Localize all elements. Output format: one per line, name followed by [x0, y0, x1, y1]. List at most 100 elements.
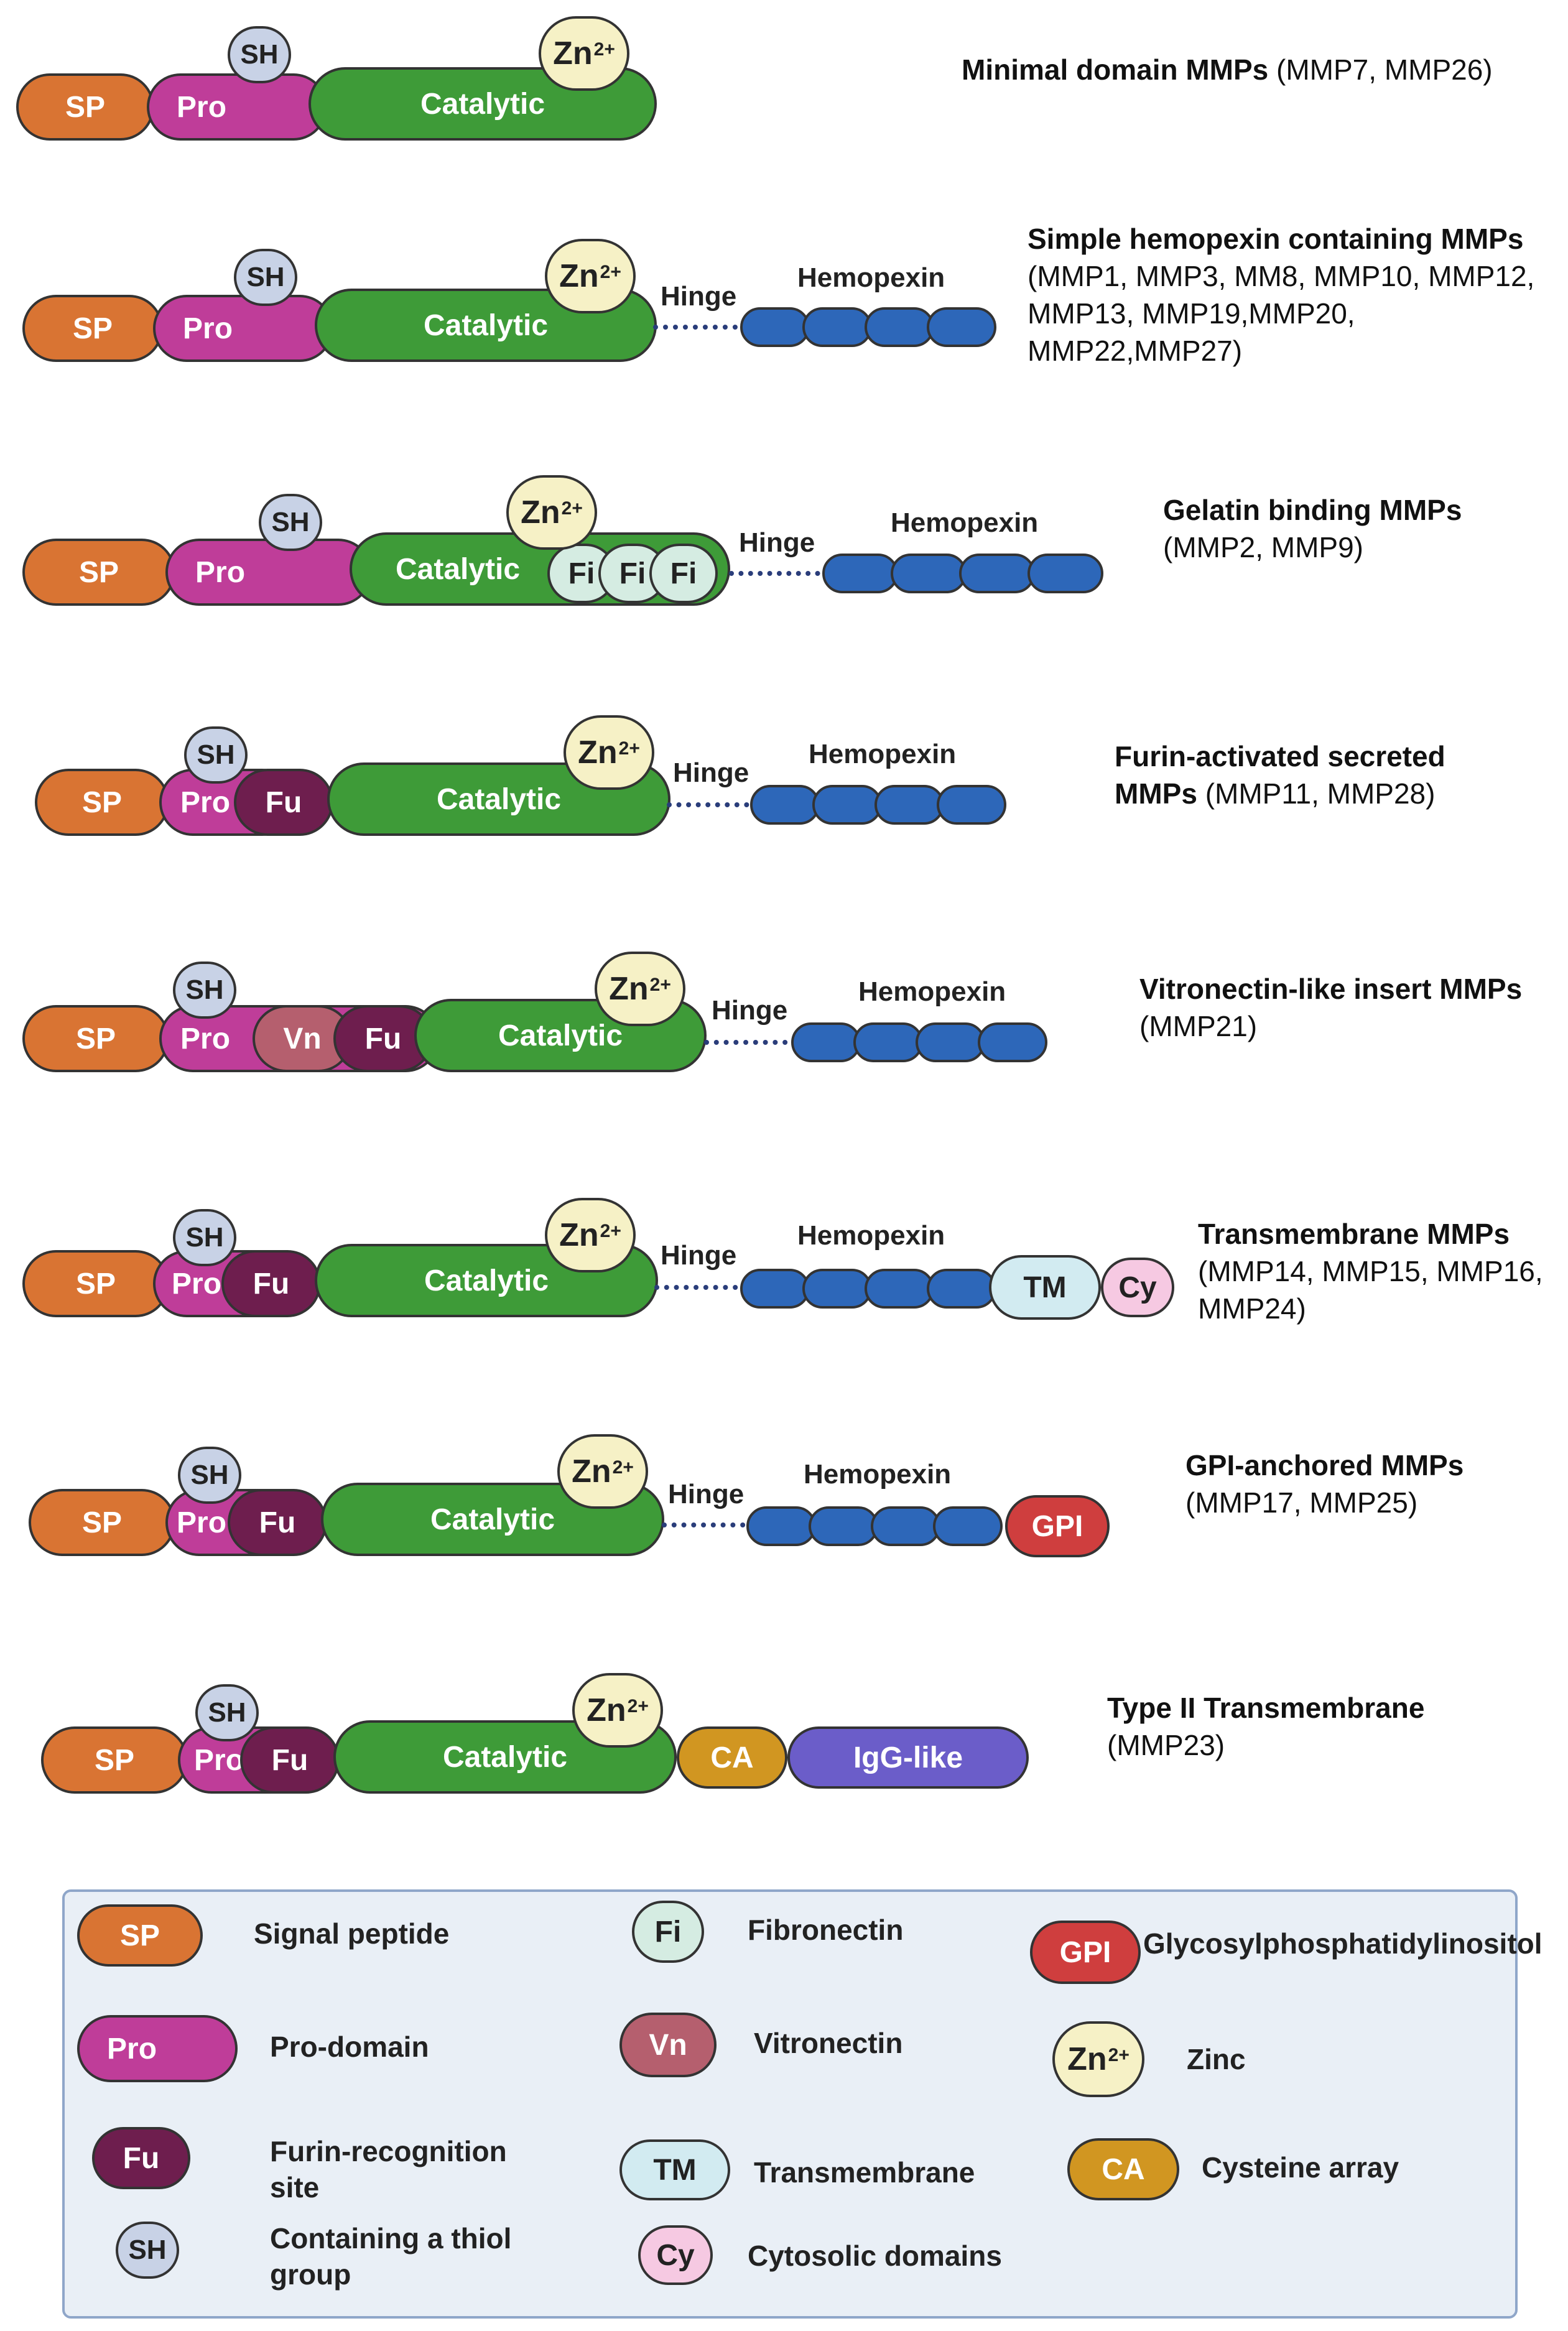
legend-zn-text: Zinc — [1187, 2043, 1246, 2075]
hemopexin-blade — [937, 785, 1006, 825]
title-members: (MMP2, MMP9) — [1163, 531, 1363, 563]
legend-cy-text: Cytosolic domains — [748, 2240, 1002, 2272]
hemopexin-blade — [853, 1022, 923, 1062]
sp-domain: SP — [41, 1726, 188, 1794]
sp-domain: SP — [22, 1005, 169, 1072]
zn-charge: 2+ — [593, 39, 615, 60]
title-bold: Minimal domain MMPs — [962, 53, 1269, 86]
legend-cy-swatch: Cy — [638, 2225, 713, 2285]
hemopexin-label: Hemopexin — [858, 976, 1006, 1007]
hemopexin-label: Hemopexin — [797, 1220, 945, 1251]
zn-text: Zn — [1067, 2041, 1107, 2077]
fibronectin-repeat: Fi — [547, 544, 616, 603]
cysteine-array: CA — [677, 1726, 787, 1789]
legend-fi-text: Fibronectin — [748, 1914, 904, 1946]
title-bold: GPI-anchored MMPs — [1185, 1449, 1464, 1481]
legend-vn-swatch: Vn — [619, 2013, 717, 2077]
hemopexin-blade — [802, 307, 872, 347]
legend-tm-swatch: TM — [619, 2139, 730, 2200]
zn-charge: 2+ — [612, 1457, 634, 1478]
zn-charge: 2+ — [649, 975, 671, 995]
hemopexin-blade — [822, 554, 898, 593]
furin-site: Fu — [228, 1489, 327, 1556]
legend-gpi-text: Glycosylphosphatidylinositol — [1143, 1927, 1542, 1960]
title-bold: Transmembrane MMPs — [1198, 1218, 1510, 1250]
hemopexin-blade — [933, 1506, 1003, 1546]
sh-group: SH — [178, 1447, 241, 1504]
zn-text: Zn — [521, 494, 560, 531]
legend-fu-text: Furin-recognition site — [270, 2135, 507, 2204]
hinge-label: Hinge — [661, 1240, 737, 1271]
legend-sh-text: Containing a thiol group — [270, 2222, 512, 2291]
title-members: (MMP11, MMP28) — [1205, 777, 1436, 810]
legend-vn-text: Vitronectin — [754, 2027, 903, 2059]
hinge-linker — [704, 1040, 797, 1045]
hemopexin-blade — [812, 785, 882, 825]
zn-charge: 2+ — [1108, 2045, 1130, 2065]
hemopexin-label: Hemopexin — [804, 1459, 952, 1490]
sp-domain: SP — [22, 1250, 169, 1317]
legend-fi-swatch: Fi — [632, 1901, 704, 1963]
legend-pro-text: Pro-domain — [270, 2031, 429, 2063]
sh-group: SH — [173, 962, 236, 1019]
hemopexin-blade — [865, 1269, 934, 1309]
zn-charge: 2+ — [600, 1221, 621, 1241]
catalytic-domain: Catalytic — [321, 1483, 664, 1556]
row-title: Minimal domain MMPs (MMP7, MMP26) — [962, 51, 1493, 88]
legend-ca-text: Cysteine array — [1202, 2151, 1399, 2184]
furin-site: Fu — [240, 1726, 340, 1794]
hemopexin-label: Hemopexin — [891, 507, 1039, 538]
igg-like-domain: IgG-like — [787, 1726, 1029, 1789]
tm-domain: TM — [989, 1255, 1101, 1320]
hemopexin-blade — [927, 307, 996, 347]
furin-site: Fu — [234, 769, 333, 836]
title-members: (MMP14, MMP15, MMP16, MMP24) — [1198, 1255, 1543, 1325]
hemopexin-blade — [750, 785, 820, 825]
title-members: (MMP21) — [1139, 1010, 1258, 1042]
hemopexin-blade — [746, 1506, 816, 1546]
hemopexin-blade — [740, 1269, 810, 1309]
sp-domain: SP — [35, 769, 169, 836]
title-members: (MMP17, MMP25) — [1185, 1486, 1418, 1519]
title-bold: Type II Transmembrane — [1107, 1692, 1425, 1724]
legend-sh-swatch: SH — [116, 2222, 179, 2279]
hemopexin-blade — [891, 554, 967, 593]
title-bold: Vitronectin-like insert MMPs — [1139, 973, 1523, 1005]
title-members: (MMP1, MMP3, MM8, MMP10, MMP12, MMP13, M… — [1028, 260, 1535, 367]
hemopexin-blade — [927, 1269, 996, 1309]
title-bold: Simple hemopexin containing MMPs — [1028, 223, 1524, 255]
sp-domain: SP — [29, 1489, 175, 1556]
sh-group: SH — [228, 26, 291, 83]
hemopexin-blade — [791, 1022, 861, 1062]
sp-domain: SP — [22, 295, 163, 362]
sh-group: SH — [259, 494, 322, 551]
row-title: Transmembrane MMPs (MMP14, MMP15, MMP16,… — [1198, 1215, 1546, 1327]
hinge-label: Hinge — [668, 1479, 745, 1509]
title-bold: Gelatin binding MMPs — [1163, 494, 1462, 526]
hinge-label: Hinge — [739, 527, 815, 558]
zn-text: Zn — [553, 35, 593, 72]
row-title: Simple hemopexin containing MMPs (MMP1, … — [1028, 220, 1556, 369]
legend-sp-text: Signal peptide — [254, 1917, 450, 1950]
hemopexin-blade — [809, 1506, 878, 1546]
cytosolic-domain: Cy — [1101, 1258, 1174, 1317]
row-title: Furin-activated secreted MMPs (MMP11, MM… — [1115, 738, 1513, 812]
fibronectin-repeat: Fi — [649, 544, 718, 603]
row-title: Vitronectin-like insert MMPs (MMP21) — [1139, 970, 1538, 1045]
hinge-linker — [729, 571, 830, 576]
zn-text: Zn — [559, 1217, 599, 1253]
hemopexin-blade — [871, 1506, 940, 1546]
hemopexin-blade — [802, 1269, 872, 1309]
hemopexin-label: Hemopexin — [797, 262, 945, 293]
pro-domain: Pro — [147, 73, 327, 141]
zn-text: Zn — [587, 1692, 626, 1728]
hemopexin-blade — [865, 307, 934, 347]
hemopexin-label: Hemopexin — [809, 739, 957, 769]
